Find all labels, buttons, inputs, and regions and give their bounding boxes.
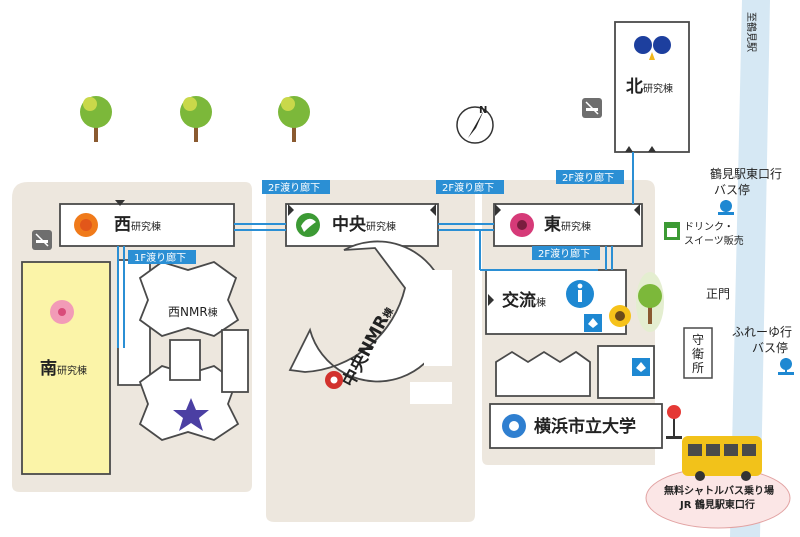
bellflower-icon — [173, 398, 209, 431]
svg-text:衛: 衛 — [692, 347, 704, 361]
west-nmr-building[interactable]: 西NMR棟 — [117, 259, 249, 441]
east-building[interactable]: 東研究棟 — [493, 203, 643, 247]
bus-icon — [682, 436, 762, 481]
central-annex-small — [410, 382, 452, 404]
lab-block-south — [495, 345, 655, 399]
logo-icon — [634, 36, 671, 60]
tree-icon — [278, 96, 310, 142]
pin-icon — [666, 405, 682, 439]
south-building-label: 南研究棟 — [40, 358, 87, 379]
shuttle-bus-stop[interactable]: 無料シャトルバス乗り場 JR 鶴見駅東口行 — [645, 405, 791, 529]
svg-text:2F渡り廊下: 2F渡り廊下 — [442, 181, 494, 194]
bus-stop-icon — [718, 200, 734, 215]
svg-text:ドリンク・: ドリンク・ — [684, 221, 734, 233]
sakura-icon — [50, 300, 74, 324]
svg-text:無料シャトルバス乗り場: 無料シャトルバス乗り場 — [664, 484, 774, 497]
ginkgo-logo-icon — [296, 213, 320, 237]
bus-stop-fureyu[interactable]: ふれーゆ行 バス停 — [732, 325, 794, 375]
hydrangea-icon — [502, 414, 526, 438]
tree-icon — [180, 96, 212, 142]
drink-shop-icon — [664, 222, 680, 240]
corridor-label-central-east: 2F渡り廊下 — [436, 180, 504, 194]
vending-icon — [584, 314, 602, 332]
tree-icon — [80, 96, 112, 142]
no-smoking-icon — [32, 230, 52, 250]
svg-text:1F渡り廊下: 1F渡り廊下 — [134, 251, 186, 264]
north-building-label: 北研究棟 — [626, 77, 673, 97]
corridors — [117, 152, 634, 348]
bus-stop-tsurumi-east[interactable]: 鶴見駅東口行 バス停 — [710, 166, 782, 215]
north-building[interactable]: 北研究棟 — [614, 21, 690, 153]
svg-text:バス停: バス停 — [714, 182, 750, 197]
west-building-label: 西研究棟 — [114, 215, 161, 235]
vending-icon — [632, 358, 650, 376]
central-annex — [424, 270, 452, 366]
drink-shop[interactable]: ドリンク・ スイーツ販売 — [664, 221, 744, 247]
west-building[interactable]: 西研究棟 — [59, 200, 235, 247]
west-nmr-label: 西NMR棟 — [168, 305, 218, 319]
main-gate-label: 正門 — [706, 287, 730, 301]
guard-house: 守 衛 所 — [683, 327, 713, 379]
central-building-label: 中央研究棟 — [332, 214, 396, 235]
to-tsurumi-station-label: 至鶴見駅 — [745, 12, 758, 52]
corridor-label-east-exchange: 2F渡り廊下 — [532, 246, 600, 260]
corridor-label-1f-west: 1F渡り廊下 — [128, 250, 196, 264]
road — [730, 0, 770, 537]
corridor-label-north: 2F渡り廊下 — [556, 170, 624, 184]
svg-text:JR 鶴見駅東口行: JR 鶴見駅東口行 — [679, 498, 755, 511]
university-building[interactable]: 横浜市立大学 — [489, 403, 663, 449]
bus-stop-icon — [778, 358, 794, 375]
svg-text:守: 守 — [692, 333, 704, 347]
svg-text:所: 所 — [692, 361, 704, 375]
svg-text:ふれーゆ行: ふれーゆ行 — [732, 325, 792, 339]
sunflower-icon — [609, 305, 631, 327]
svg-text:スイーツ販売: スイーツ販売 — [684, 234, 744, 247]
svg-text:N: N — [479, 105, 487, 116]
svg-text:鶴見駅東口行: 鶴見駅東口行 — [710, 166, 782, 181]
exchange-building[interactable]: 交流棟 — [485, 269, 631, 335]
corridor-label-west-central: 2F渡り廊下 — [262, 180, 330, 194]
pin-icon — [325, 371, 343, 389]
marigold-icon — [74, 213, 98, 237]
info-icon — [566, 280, 594, 308]
svg-text:バス停: バス停 — [752, 340, 788, 355]
central-building[interactable]: 中央研究棟 — [285, 203, 439, 247]
svg-text:2F渡り廊下: 2F渡り廊下 — [562, 171, 614, 184]
no-smoking-icon — [582, 98, 602, 118]
svg-text:2F渡り廊下: 2F渡り廊下 — [538, 247, 590, 260]
tree-icon — [636, 272, 664, 332]
south-building[interactable]: 南研究棟 — [21, 261, 111, 475]
exchange-building-label: 交流棟 — [502, 290, 546, 311]
svg-text:2F渡り廊下: 2F渡り廊下 — [268, 181, 320, 194]
university-label: 横浜市立大学 — [534, 416, 636, 437]
east-building-label: 東研究棟 — [544, 214, 591, 235]
gerbera-icon — [510, 213, 534, 237]
compass-icon: N — [456, 105, 494, 144]
